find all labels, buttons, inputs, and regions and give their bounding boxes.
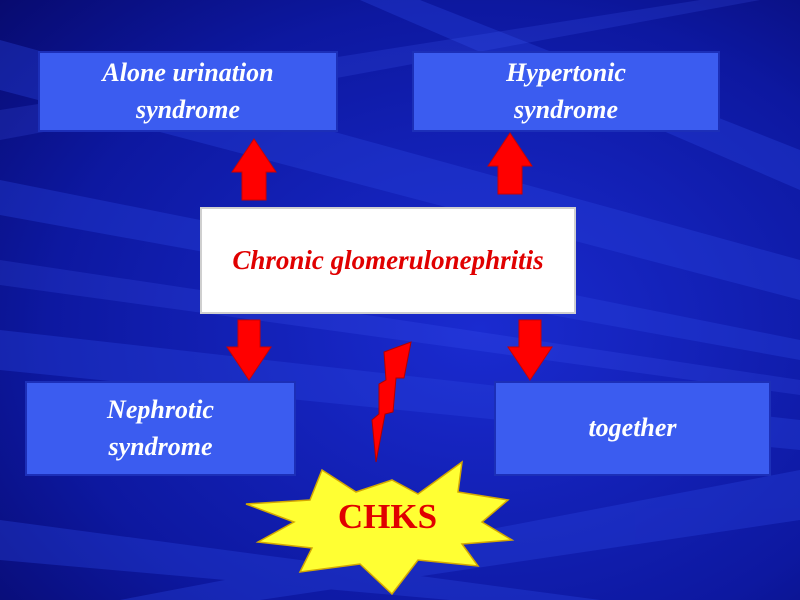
together-box: together	[494, 381, 771, 476]
chks-label: CHKS	[337, 497, 438, 536]
chronic-glomerulonephritis-box: Chronic glomerulonephritis	[200, 207, 576, 314]
hypertonic-syndrome-box: Hypertonic syndrome	[412, 51, 720, 132]
together-label: together	[588, 413, 677, 443]
box-label-line: syndrome	[514, 94, 618, 124]
nephrotic-syndrome-box: Nephrotic syndrome	[25, 381, 296, 476]
box-label-line: syndrome	[108, 431, 213, 461]
box-label-line: syndrome	[135, 94, 240, 124]
alone-urination-syndrome-box: Alone urination syndrome	[38, 51, 338, 132]
box-label-line: Nephrotic	[107, 394, 214, 424]
center-label: Chronic glomerulonephritis	[232, 245, 544, 276]
box-label-line: Alone urination	[102, 57, 274, 87]
box-label-line: Hypertonic	[506, 57, 626, 87]
